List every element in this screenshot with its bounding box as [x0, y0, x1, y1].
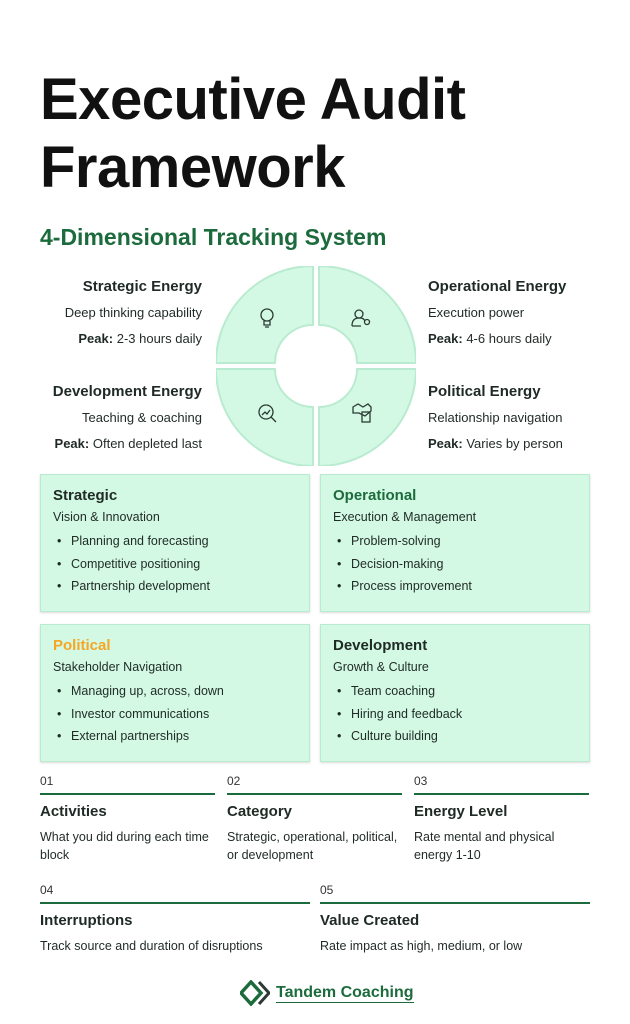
lightbulb-icon	[260, 308, 274, 328]
energy-label: Operational Energy Execution power Peak:…	[428, 278, 567, 346]
energy-label: Development Energy Teaching & coaching P…	[52, 383, 202, 451]
subtitle: 4-Dimensional Tracking System	[40, 224, 387, 250]
donut-segment-operational	[318, 266, 416, 364]
tracking-step: 03 Energy Level Rate mental and physical…	[414, 774, 589, 864]
list-item: Hiring and feedback	[333, 703, 577, 726]
footer-logo: Tandem Coaching	[240, 980, 414, 1006]
category-card-operational: Operational Execution & Management Probl…	[320, 474, 590, 612]
tandem-logo-icon	[240, 980, 270, 1006]
list-item: Culture building	[333, 725, 577, 748]
energy-label: Strategic Energy Deep thinking capabilit…	[64, 278, 202, 346]
list-item: Decision-making	[333, 553, 577, 576]
list-item: Planning and forecasting	[53, 530, 297, 553]
category-card-development: Development Growth & Culture Team coachi…	[320, 624, 590, 762]
tracking-step: 05 Value Created Rate impact as high, me…	[320, 883, 590, 955]
list-item: External partnerships	[53, 725, 297, 748]
list-item: Investor communications	[53, 703, 297, 726]
donut-segment-development	[216, 368, 314, 466]
user-gear-icon	[351, 309, 371, 327]
tracking-step: 04 Interruptions Track source and durati…	[40, 883, 310, 955]
energy-label: Political Energy Relationship navigation…	[428, 383, 563, 451]
list-item: Problem-solving	[333, 530, 577, 553]
list-item: Competitive positioning	[53, 553, 297, 576]
donut-segment-political	[318, 368, 416, 466]
category-card-strategic: Strategic Vision & Innovation Planning a…	[40, 474, 310, 612]
tracking-step: 01 Activities What you did during each t…	[40, 774, 215, 864]
tracking-step: 02 Category Strategic, operational, poli…	[227, 774, 402, 864]
list-item: Team coaching	[333, 680, 577, 703]
list-item: Process improvement	[333, 575, 577, 598]
energy-donut	[216, 266, 416, 466]
list-item: Partnership development	[53, 575, 297, 598]
list-item: Managing up, across, down	[53, 680, 297, 703]
donut-segment-strategic	[216, 266, 314, 364]
category-card-political: Political Stakeholder Navigation Managin…	[40, 624, 310, 762]
chart-search-icon	[258, 404, 277, 423]
handshake-document-icon	[352, 403, 372, 423]
